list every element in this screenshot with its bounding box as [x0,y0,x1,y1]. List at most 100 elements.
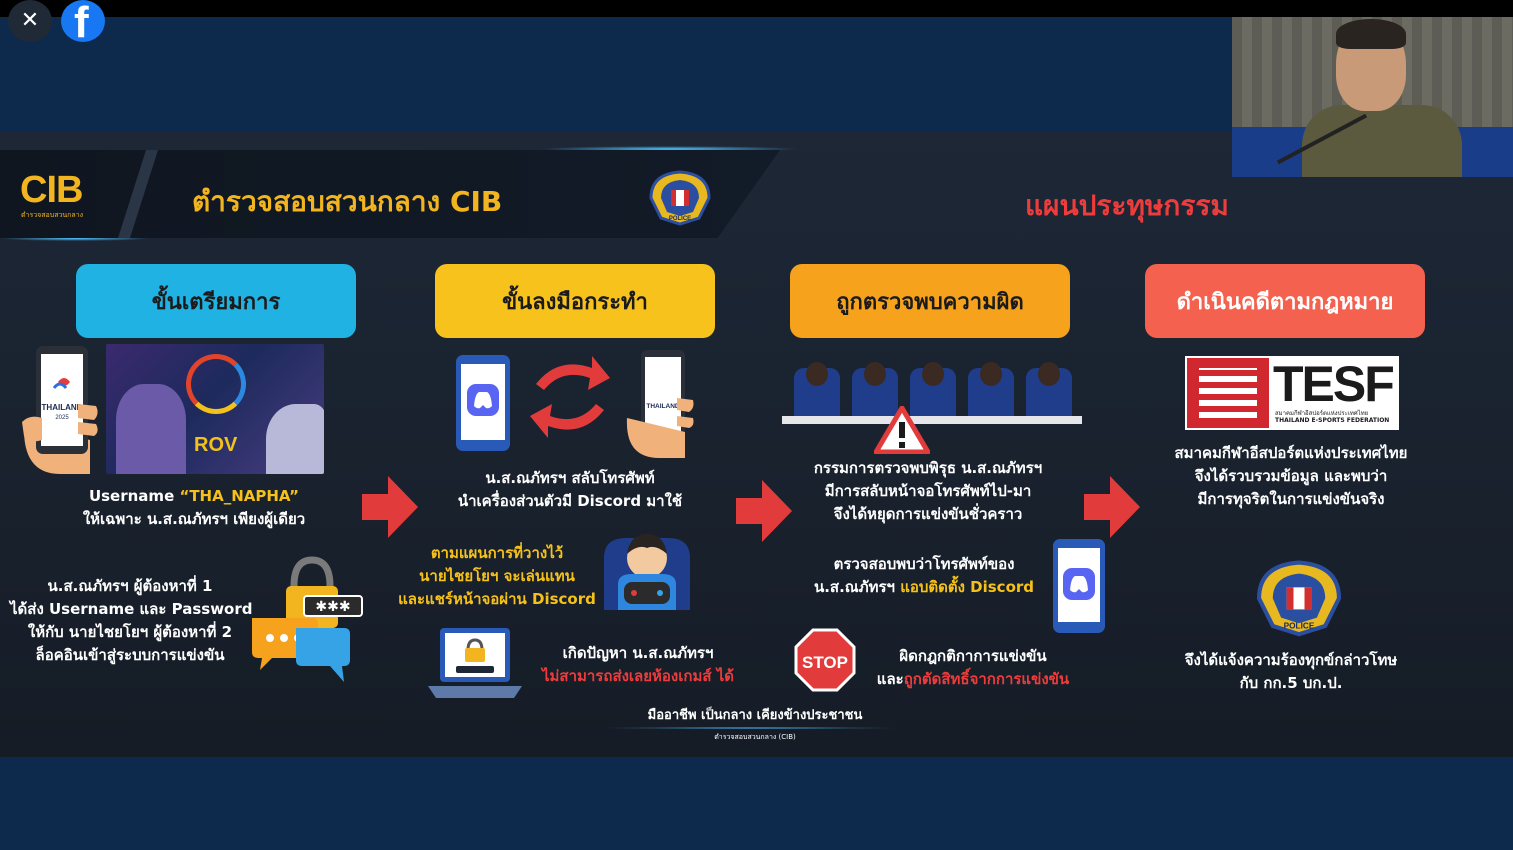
game-banner-glow [186,354,246,414]
header-glow [540,146,800,152]
hand-phone-icon: THAILAND [626,350,694,458]
plan-line2: นายไชยโยฯ จะเล่นแทน [419,567,575,585]
discord-line1: ตรวจสอบพบว่าโทรศัพท์ของ [833,555,1015,573]
step-preparation: ขั้นเตรียมการ [76,264,356,338]
credentials-line1: น.ส.ณภัทรฯ ผู้ต้องหาที่ 1 [47,577,213,595]
credentials-line2: ได้ส่ง Username และ Password [10,600,253,618]
plan-line3: และแชร์หน้าจอผ่าน Discord [398,590,596,608]
tesf-logo-sub2: THAILAND E-SPORTS FEDERATION [1275,417,1390,424]
col3-disqualified-text: ผิดกฎกติกาการแข่งขัน และถูกตัดสิทธิ์จากก… [866,645,1080,691]
username-line2: ให้เฉพาะ น.ส.ณภัทรฯ เพียงผู้เดียว [82,510,306,528]
problem-line2: ไม่สามารถส่งเลยห้องเกมส์ ได้ [541,667,735,685]
col3-detected-text: กรรมการตรวจพบพิรุธ น.ส.ณภัทรฯ มีการสลับห… [800,457,1056,526]
arrow-right-icon [362,476,418,538]
complaint-line2: กับ กก.5 บก.ป. [1239,674,1343,692]
col1-credentials-text: น.ส.ณภัทรฯ ผู้ต้องหาที่ 1 ได้ส่ง Usernam… [10,575,253,667]
credentials-line4: ล็อคอินเข้าสู่ระบบการแข่งขัน [35,646,225,664]
federation-line1: สมาคมกีฬาอีสปอร์ตแห่งประเทศไทย [1174,444,1408,462]
speaker-body [1302,105,1462,177]
police-badge-icon: POLICE [1256,560,1342,637]
disqualified-line1: ผิดกฎกติกาการแข่งขัน [899,647,1047,665]
discord-phone-icon [456,355,510,451]
header-title: ตำรวจสอบสวนกลาง CIB [192,185,503,218]
desk [782,416,1082,424]
username-value: “THA_NAPHA” [179,487,300,505]
tesf-logo: TESF สมาคมกีฬาอีสปอร์ตแห่งประเทศไทย THAI… [1185,356,1399,430]
password-mask: ✱✱✱ [315,599,350,615]
swap-arrows-icon [530,356,610,438]
player-head [980,362,1002,386]
footer-sub-text: ตำรวจสอบสวนกลาง (CIB) [714,733,796,741]
discord-phone-icon [1053,539,1105,633]
player-head [864,362,886,386]
stop-sign-icon: STOP [794,628,856,692]
player-head [1038,362,1060,386]
discord-line2-prefix: น.ส.ณภัทรฯ [813,578,901,596]
discord-line2-highlight: แอบติดตั้ง Discord [900,578,1035,596]
game-banner-image: ROV [106,344,324,474]
game-banner-figure-right [266,404,324,474]
col2-problem-text: เกิดปัญหา น.ส.ณภัทรฯ ไม่สามารถส่งเลยห้อง… [520,642,756,688]
game-banner-rov: ROV [194,434,238,456]
slide-title: แผนประทุษกรรม [1025,189,1229,222]
speaker-hair [1336,19,1406,49]
close-icon[interactable]: ✕ [8,0,52,42]
credentials-line3: ให้กับ นายไชยโยฯ ผู้ต้องหาที่ 2 [27,623,233,641]
cib-logo-subtext: ตำรวจสอบสวนกลาง [21,211,84,219]
step-prosecution: ดำเนินคดีตามกฎหมาย [1145,264,1425,338]
federation-line3: มีการทุจริตในการแข่งขันจริง [1197,490,1385,508]
col1-username-text: Username “THA_NAPHA” ให้เฉพาะ น.ส.ณภัทรฯ… [64,485,324,531]
cib-logo: CIB ตำรวจสอบสวนกลาง [20,169,96,219]
phone-label: THAILAND [42,403,83,412]
swap-line1: น.ส.ณภัทรฯ สลับโทรศัพท์ [485,469,655,487]
problem-line1: เกิดปัญหา น.ส.ณภัทรฯ [562,644,714,662]
presentation-slide: CIB ตำรวจสอบสวนกลาง ตำรวจสอบสวนกลาง CIB … [0,132,1513,757]
facebook-icon[interactable]: f [61,0,105,42]
federation-line2: จึงได้รวบรวมข้อมูล และพบว่า [1194,467,1388,485]
tesf-logo-sub1: สมาคมกีฬาอีสปอร์ตแห่งประเทศไทย [1275,410,1369,417]
warning-icon [874,406,930,454]
phone-label: THAILAND [646,403,680,410]
stop-sign-text: STOP [802,653,848,672]
logo-glow [0,236,150,241]
username-prefix: Username [88,487,180,505]
col2-plan-text: ตามแผนการที่วางไว้ นายไชยโยฯ จะเล่นแทน แ… [392,542,602,611]
disqualified-line2-highlight: ถูกตัดสิทธิ์จากการแข่งขัน [903,670,1070,688]
col2-swap-text: น.ส.ณภัทรฯ สลับโทรศัพท์ นำเครื่องส่วนตัว… [440,467,700,513]
police-badge-icon: POLICE [649,170,711,226]
badge-police-text: POLICE [669,216,691,222]
tesf-logo-text: TESF [1273,356,1395,412]
arrow-right-icon [1084,476,1140,538]
col3-discord-text: ตรวจสอบพบว่าโทรศัพท์ของ น.ส.ณภัทรฯ แอบติ… [806,553,1042,599]
player-head [922,362,944,386]
col4-complaint-text: จึงได้แจ้งความร้องทุกข์กล่าวโทษ กับ กก.5… [1164,649,1418,695]
esports-players-image [782,358,1082,430]
lock-chat-icon: ✱✱✱ [252,556,363,682]
facebook-glyph: f [74,0,89,42]
gamer-icon [604,534,690,610]
complaint-line1: จึงได้แจ้งความร้องทุกข์กล่าวโทษ [1184,651,1398,669]
phone-year: 2025 [55,415,69,421]
speaker-video-feed [1232,17,1513,177]
detected-line1: กรรมการตรวจพบพิรุธ น.ส.ณภัทรฯ [813,459,1043,477]
col4-federation-text: สมาคมกีฬาอีสปอร์ตแห่งประเทศไทย จึงได้รวบ… [1160,442,1422,511]
arrow-right-icon [736,480,792,542]
player-head [806,362,828,386]
step-detected: ถูกตรวจพบความผิด [790,264,1070,338]
cib-logo-text: CIB [20,169,83,211]
step-action: ขั้นลงมือกระทำ [435,264,715,338]
swap-line2: นำเครื่องส่วนตัวมี Discord มาใช้ [457,492,683,510]
disqualified-line2-prefix: และ [876,670,904,688]
hand-phone-icon: THAILAND 2025 [22,346,98,474]
footer-slogan: มืออาชีพ เป็นกลาง เคียงข้างประชาชน [647,708,863,723]
top-bar [0,0,1513,17]
detected-line2: มีการสลับหน้าจอโทรศัพท์ไป-มา [824,482,1032,500]
footer-sub: ตำรวจสอบสวนกลาง (CIB) [680,732,830,743]
detected-line3: จึงได้หยุดการแข่งขันชั่วคราว [833,505,1023,523]
footer-divider [600,727,900,729]
tesf-logo-mark-detail [1199,368,1257,418]
plan-line1: ตามแผนการที่วางไว้ [430,544,564,562]
game-banner-figure [116,384,186,474]
badge-police-text: POLICE [1284,622,1315,631]
